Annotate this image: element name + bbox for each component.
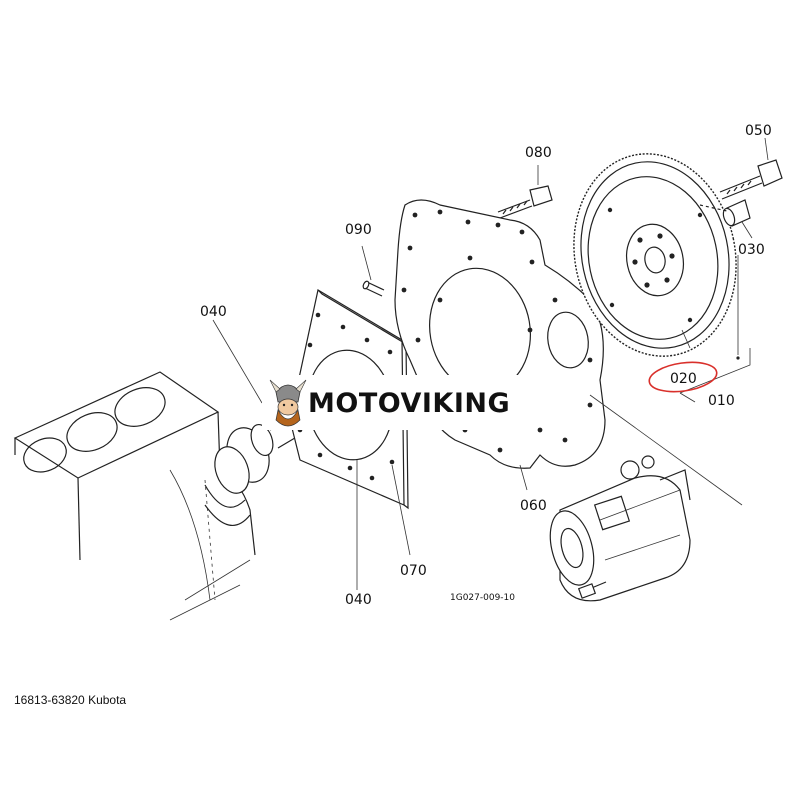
part-caption: 16813-63820 Kubota xyxy=(14,693,127,707)
label-010: 010 xyxy=(708,393,735,409)
label-080: 080 xyxy=(525,145,552,161)
diagram-code: 1G027-009-10 xyxy=(450,593,515,603)
label-040-bottom: 040 xyxy=(345,592,372,608)
pilot-bearing xyxy=(699,199,751,227)
label-020: 020 xyxy=(670,371,697,387)
leader-lines xyxy=(212,137,769,590)
dowel-pin xyxy=(362,280,385,297)
watermark-text: MOTOVIKING xyxy=(308,388,510,419)
starter-motor xyxy=(549,455,691,602)
engine-block xyxy=(13,371,256,621)
label-060: 060 xyxy=(520,498,547,514)
flywheel-bolt xyxy=(719,159,783,200)
label-030: 030 xyxy=(738,242,765,258)
label-070: 070 xyxy=(400,563,427,579)
viking-logo xyxy=(269,379,307,427)
highlight-circle xyxy=(648,361,718,393)
watermark: MOTOVIKING xyxy=(262,375,536,430)
housing-bolt xyxy=(497,185,553,219)
flywheel xyxy=(573,153,740,360)
label-040-top: 040 xyxy=(200,304,227,320)
crankshaft xyxy=(204,414,306,526)
label-050: 050 xyxy=(745,123,772,139)
label-090: 090 xyxy=(345,222,372,238)
